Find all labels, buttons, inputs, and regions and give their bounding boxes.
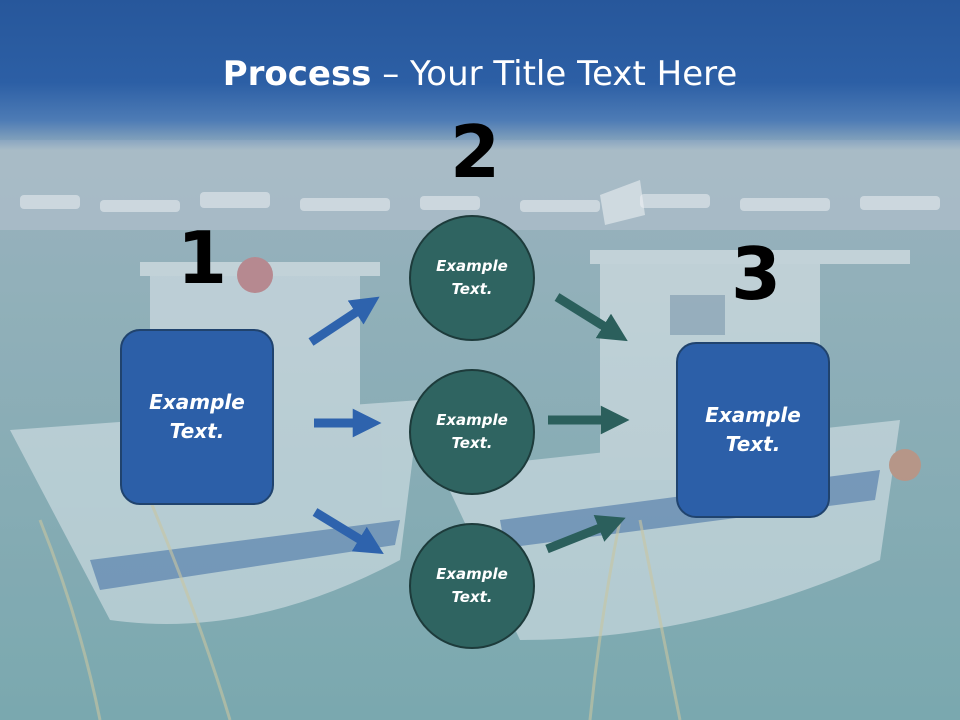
arrow-from-circle-top [554, 293, 628, 342]
title-bar [0, 0, 960, 150]
process-circle-middle[interactable]: Example Text. [409, 369, 535, 495]
process-box-left-text: Example Text. [149, 390, 245, 443]
process-box-right[interactable]: Example Text. [676, 342, 830, 518]
title-bold: Process [222, 54, 372, 94]
step-number-1: 1 [177, 216, 228, 300]
process-circle-top-text: Example Text. [436, 257, 508, 298]
process-circle-middle-text: Example Text. [436, 411, 508, 452]
slide-title: Process – Your Title Text Here [0, 52, 960, 96]
arrow-to-circle-top [308, 296, 380, 346]
process-box-left[interactable]: Example Text. [120, 329, 274, 505]
process-box-right-text: Example Text. [705, 403, 801, 456]
process-circle-top[interactable]: Example Text. [409, 215, 535, 341]
process-circle-bottom[interactable]: Example Text. [409, 523, 535, 649]
arrow-from-circle-bottom [545, 514, 626, 554]
title-rest: – Your Title Text Here [371, 54, 738, 94]
process-circle-bottom-text: Example Text. [436, 565, 508, 606]
arrow-to-circle-bottom [312, 508, 384, 555]
step-number-2: 2 [450, 110, 501, 194]
step-number-3: 3 [731, 232, 782, 316]
